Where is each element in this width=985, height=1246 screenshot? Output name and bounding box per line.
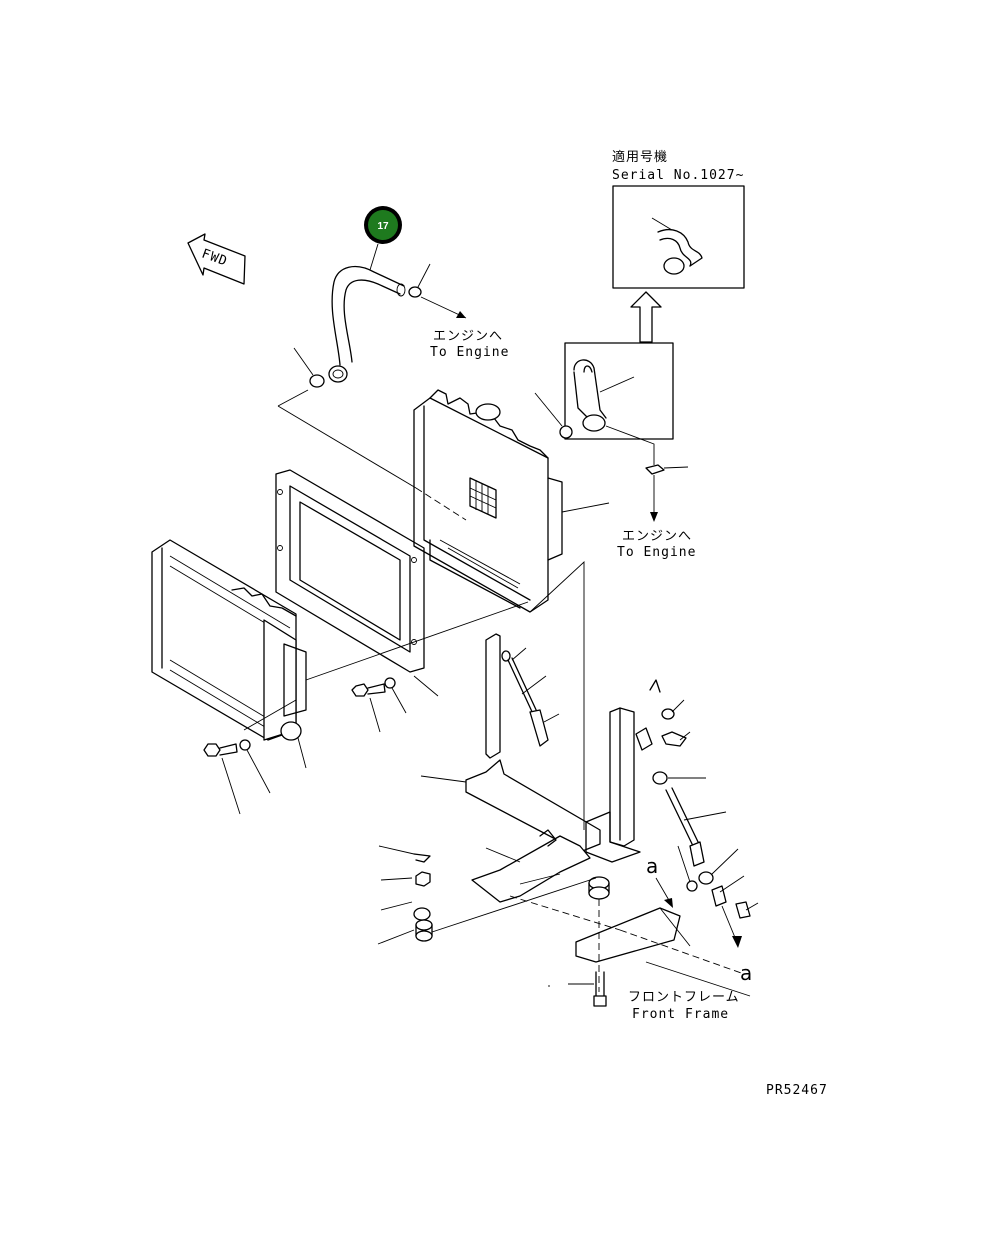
serial-title-jp: 適用号機	[612, 149, 668, 165]
construction-line-3	[243, 699, 297, 731]
radiator-bracket	[420, 633, 601, 853]
inset-hose-leader	[605, 425, 655, 465]
radiator	[413, 389, 610, 613]
fwd-arrow-icon: FWD	[187, 233, 246, 285]
to-engine-right-arrow-icon	[650, 475, 658, 522]
rubber-cushion	[588, 876, 610, 992]
leader-line	[277, 389, 309, 407]
construction-line-2	[305, 601, 529, 681]
bolt-middle	[351, 675, 439, 733]
detail-mark-a2: a	[740, 961, 752, 985]
inset-hose-new	[651, 217, 703, 275]
to-engine-upper-jp: エンジンへ	[433, 329, 503, 344]
hose-clamp-upper	[408, 263, 431, 298]
upright-bracket-right	[585, 707, 641, 863]
upper-hose	[328, 265, 406, 383]
front-frame-leader	[645, 961, 751, 997]
bottom-bolt	[548, 971, 607, 1007]
left-mount-parts	[377, 845, 597, 945]
hose-clamp-lower	[293, 347, 325, 388]
to-engine-right-jp: エンジンへ	[622, 529, 692, 544]
radiator-stay-rod	[501, 647, 560, 747]
hidden-line	[415, 487, 467, 521]
oil-cooler-core	[151, 539, 307, 769]
part-17-label: 17	[377, 221, 389, 232]
part-17-leader	[369, 243, 379, 271]
detail-mark-a1: a	[646, 854, 658, 878]
bolt-left	[203, 739, 271, 815]
mount-base	[471, 829, 745, 975]
detail-a-arrow-icon	[655, 877, 673, 908]
right-hardware	[635, 679, 759, 948]
construction-line-4	[529, 560, 585, 830]
fwd-label: FWD	[200, 247, 230, 270]
drawing-number: PR52467	[766, 1083, 828, 1098]
upgrade-arrow-icon	[630, 291, 662, 343]
front-frame-en: Front Frame	[632, 1007, 729, 1022]
to-engine-upper-en: To Engine	[430, 345, 509, 360]
to-engine-right-en: To Engine	[617, 545, 696, 560]
construction-line	[277, 405, 417, 489]
front-frame-jp: フロントフレーム	[628, 990, 740, 1005]
inset-clamp	[534, 392, 573, 439]
radiator-shroud	[275, 469, 425, 673]
inset-hose-old	[573, 359, 635, 432]
serial-number: Serial No.1027~	[612, 168, 744, 183]
old-hose-inset-box	[564, 342, 674, 440]
to-engine-upper-arrow-icon	[420, 296, 467, 319]
serial-inset-box	[612, 185, 745, 289]
part-17-badge[interactable]: 17	[364, 206, 402, 244]
small-clamp-right	[645, 464, 689, 475]
